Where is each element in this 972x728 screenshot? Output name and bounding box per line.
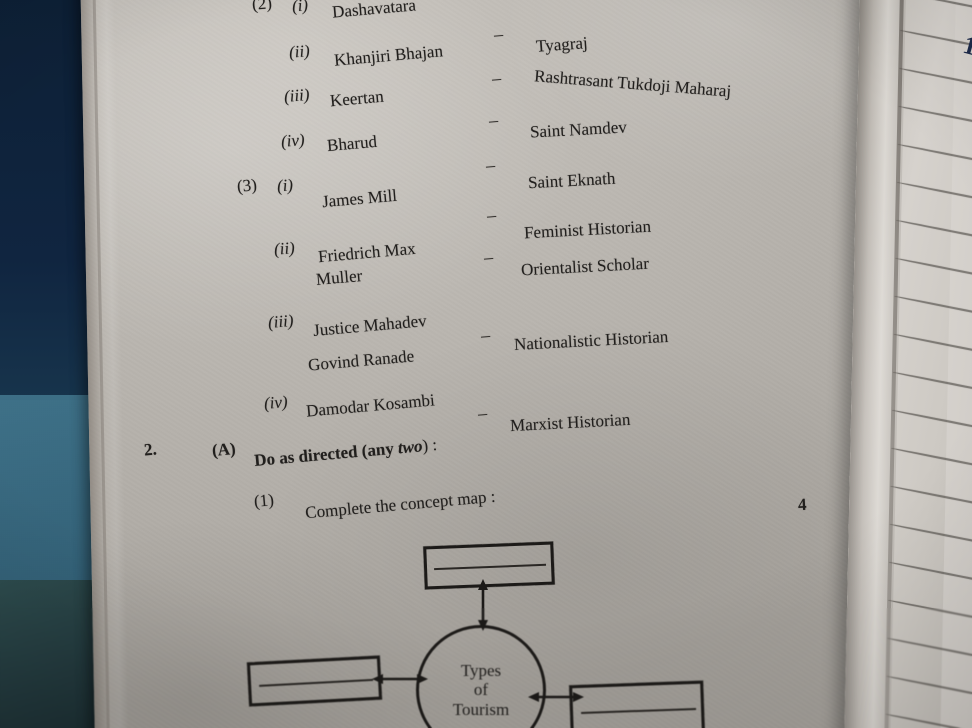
q1-group2-dash-1: – (493, 23, 504, 45)
q1-group2-right-4: Saint Eknath (527, 168, 616, 193)
rule-line (887, 637, 972, 666)
center-line-3: Tourism (452, 699, 510, 719)
q1-group3-right-4: Marxist Historian (509, 409, 631, 436)
q1-group2-number: (2) (251, 0, 273, 14)
concept-map-center-text: Types of Tourism (453, 661, 509, 718)
concept-map-center-circle: Types of Tourism (416, 625, 546, 728)
rule-line (892, 409, 972, 438)
rule-line (894, 295, 972, 324)
rule-line (897, 143, 972, 172)
rule-line (889, 523, 972, 552)
q1-group3-left-2: Friedrich Max (317, 238, 417, 267)
concept-map-box-left (246, 655, 383, 707)
q1-group2-roman-1: (i) (291, 0, 309, 16)
rule-line (898, 105, 972, 134)
q1-group2-dash-2: – (491, 67, 502, 89)
q1-group3-roman-2: (ii) (273, 238, 296, 259)
q1-group2-left-1: Dashavatara (331, 0, 417, 22)
rule-line (896, 181, 972, 210)
q2-instruction-tail: ) : (421, 435, 438, 456)
q2-marks: 4 (797, 494, 807, 515)
concept-map-arrow-top (478, 579, 488, 631)
rule-line (885, 713, 972, 728)
ruled-notebook: 1 (843, 0, 972, 728)
concept-map-arrow-right (528, 692, 584, 702)
q1-group3-right-1: Feminist Historian (523, 216, 652, 243)
q1-group2-right-1: Tyagraj (535, 33, 589, 56)
q1-group3-dash-4: – (477, 402, 488, 424)
answer-writing-line (580, 707, 696, 714)
q2-instruction-bold: Do as directed (any (253, 438, 399, 470)
q1-group3-dash-2: – (483, 246, 494, 268)
q1-group3-right-2: Orientalist Scholar (520, 253, 650, 280)
q2-part-label: (A) (211, 439, 237, 460)
q1-group3-left-1: James Mill (321, 185, 398, 212)
answer-writing-line (258, 678, 373, 687)
q1-group3-right-3: Nationalistic Historian (513, 326, 669, 355)
q1-group2-roman-3: (iii) (283, 84, 311, 107)
q1-group3-dash-3: – (480, 324, 491, 346)
q1-group2-left-2: Khanjiri Bhajan (333, 41, 444, 70)
q1-group3-left-2-cont: Muller (315, 266, 363, 289)
q1-group3-number: (3) (236, 175, 258, 196)
q1-group3-dash-1: – (486, 204, 497, 226)
q2-instruction: Do as directed (any two) : (253, 435, 437, 471)
rule-line (900, 0, 972, 20)
q1-group3-roman-3: (iii) (267, 310, 295, 333)
q2-number: 2. (143, 439, 158, 460)
rule-line (899, 67, 972, 96)
center-line-2: of (473, 680, 489, 700)
concept-map-diagram: Types of Tourism (240, 535, 740, 728)
rule-line (886, 675, 972, 704)
q2-sub-text: Complete the concept map : (304, 486, 497, 523)
q1-group2-dash-3: – (488, 109, 499, 131)
q1-group3-left-4: Damodar Kosambi (305, 390, 436, 421)
q1-group2-roman-2: (ii) (288, 41, 311, 62)
rule-line (888, 561, 972, 590)
q1-group3-roman-4: (iv) (263, 392, 289, 413)
rule-line (891, 447, 972, 476)
rule-line (890, 485, 972, 514)
q1-group2-left-4: Bharud (326, 131, 378, 156)
q1-group3-left-3-cont: Govind Ranade (307, 346, 415, 375)
answer-writing-line (434, 564, 547, 571)
rule-line (888, 599, 972, 628)
rule-line (893, 333, 972, 362)
rule-line (896, 219, 972, 248)
q1-group3-roman-1: (i) (276, 175, 294, 196)
rule-line (895, 257, 972, 286)
concept-map-arrow-left (372, 674, 428, 684)
q1-group2-roman-4: (iv) (280, 130, 306, 151)
q2-sub-number: (1) (253, 490, 275, 511)
q1-group2-dash-4: – (485, 154, 496, 176)
q1-group3-left-3: Justice Mahadev (312, 311, 428, 340)
q1-group2-right-3: Saint Namdev (529, 117, 628, 142)
center-line-1: Types (460, 661, 502, 681)
q2-instruction-italic: two (397, 436, 424, 458)
q1-group2-right-2: Rashtrasant Tukdoji Maharaj (533, 66, 732, 101)
q1-group2-left-3: Keertan (329, 86, 385, 111)
rule-line (892, 371, 972, 400)
concept-map-box-right (569, 680, 705, 728)
